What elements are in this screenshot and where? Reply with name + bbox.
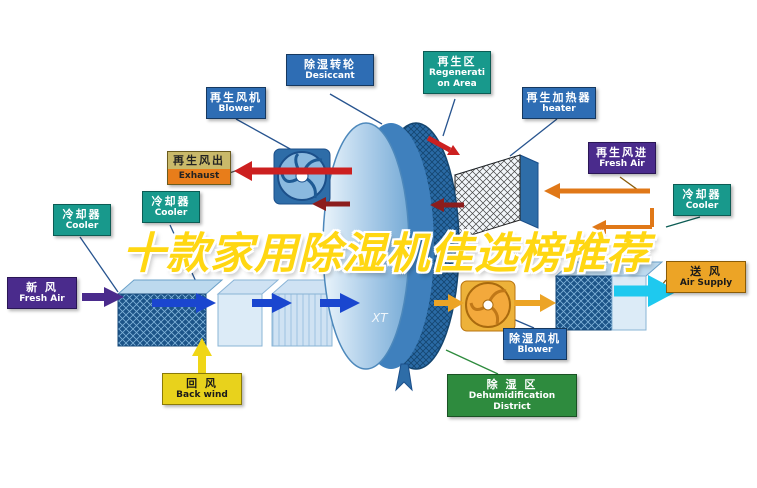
- label-en: Desiccant: [305, 71, 355, 82]
- process-arrow-blue-1: [152, 293, 216, 313]
- label-zh: 再生加热器: [526, 91, 592, 104]
- label-regen-area: 再生区 Regeneration Area: [423, 51, 491, 94]
- dehumid-blower-fan: [460, 280, 516, 332]
- ribbon-marker: [395, 363, 413, 392]
- heater-to-rotor-arrow: [430, 198, 464, 212]
- left-heat-exchangers: [116, 279, 350, 347]
- page-title: 十款家用除湿机佳选榜推荐: [122, 229, 650, 279]
- watermark-text: XT: [371, 311, 389, 325]
- process-arrow-blue-3: [320, 293, 360, 313]
- rotor-top-right-arrow: [426, 135, 460, 155]
- label-dehumid-blower: 除湿风机 Blower: [503, 328, 567, 360]
- label-air-supply: 送 风 Air Supply: [666, 261, 746, 293]
- back-wind-arrow-yellow: [192, 338, 212, 374]
- label-zh: 再生风机: [210, 91, 262, 104]
- label-fresh-air: 新 风 Fresh Air: [7, 277, 77, 309]
- label-zh: 再生区: [437, 55, 477, 68]
- label-en: Blower: [218, 104, 254, 115]
- label-en: Dehumidification District: [468, 391, 556, 412]
- label-regen-fresh-air: 再生风进 Fresh Air: [588, 142, 656, 174]
- label-back-wind: 回 风 Back wind: [162, 373, 242, 405]
- rotor-to-fan-arrow-orange: [434, 294, 464, 312]
- label-zh: 除 湿 区: [486, 378, 538, 391]
- label-en: Exhaust: [168, 169, 230, 184]
- regen-inlet-arrow-upper: [544, 183, 650, 199]
- label-en: Fresh Air: [599, 159, 645, 170]
- label-zh: 送 风: [690, 265, 722, 278]
- label-cooler-far-left: 冷却器 Cooler: [53, 204, 111, 236]
- label-en: Air Supply: [679, 278, 733, 289]
- label-zh: 除湿转轮: [304, 58, 356, 71]
- regen-inlet-arrow-lower: [592, 208, 654, 234]
- label-regen-exhaust: 再生风出 Exhaust: [167, 151, 231, 185]
- fan-to-exchanger-arrow-amber: [514, 294, 556, 312]
- label-dehumid-district: 除 湿 区 Dehumidification District: [447, 374, 577, 417]
- label-en: Fresh Air: [19, 294, 65, 305]
- label-zh: 冷却器: [151, 195, 191, 208]
- label-zh: 除湿风机: [509, 332, 561, 345]
- label-en: Regeneration Area: [429, 68, 485, 89]
- air-supply-arrow-cyan: [614, 275, 678, 307]
- label-cooler-mid-left: 冷却器 Cooler: [142, 191, 200, 223]
- process-arrow-blue-2: [252, 293, 292, 313]
- label-desiccant-wheel: 除湿转轮 Desiccant: [286, 54, 374, 86]
- label-cooler-right: 冷却器 Cooler: [673, 184, 731, 216]
- rotor-to-fan-arrow: [312, 197, 350, 211]
- fresh-air-arrow-purple: [82, 287, 124, 307]
- label-regen-heater: 再生加热器 heater: [522, 87, 596, 119]
- label-en: Back wind: [176, 390, 228, 401]
- regen-blower-fan: [273, 148, 331, 205]
- label-zh: 回 风: [186, 377, 218, 390]
- regen-heater-box: [453, 154, 540, 241]
- label-regen-blower: 再生风机 Blower: [206, 87, 266, 119]
- label-zh: 新 风: [26, 281, 58, 294]
- label-zh: 再生风进: [596, 146, 648, 159]
- label-en: heater: [542, 104, 576, 115]
- label-zh: 冷却器: [682, 188, 722, 201]
- label-zh: 冷却器: [62, 208, 102, 221]
- label-en: Blower: [517, 345, 553, 356]
- label-en: Cooler: [65, 221, 99, 232]
- label-en: Cooler: [154, 208, 188, 219]
- exhaust-arrow-red: [234, 161, 352, 181]
- label-en: Cooler: [685, 201, 719, 212]
- label-zh: 再生风出: [173, 154, 225, 167]
